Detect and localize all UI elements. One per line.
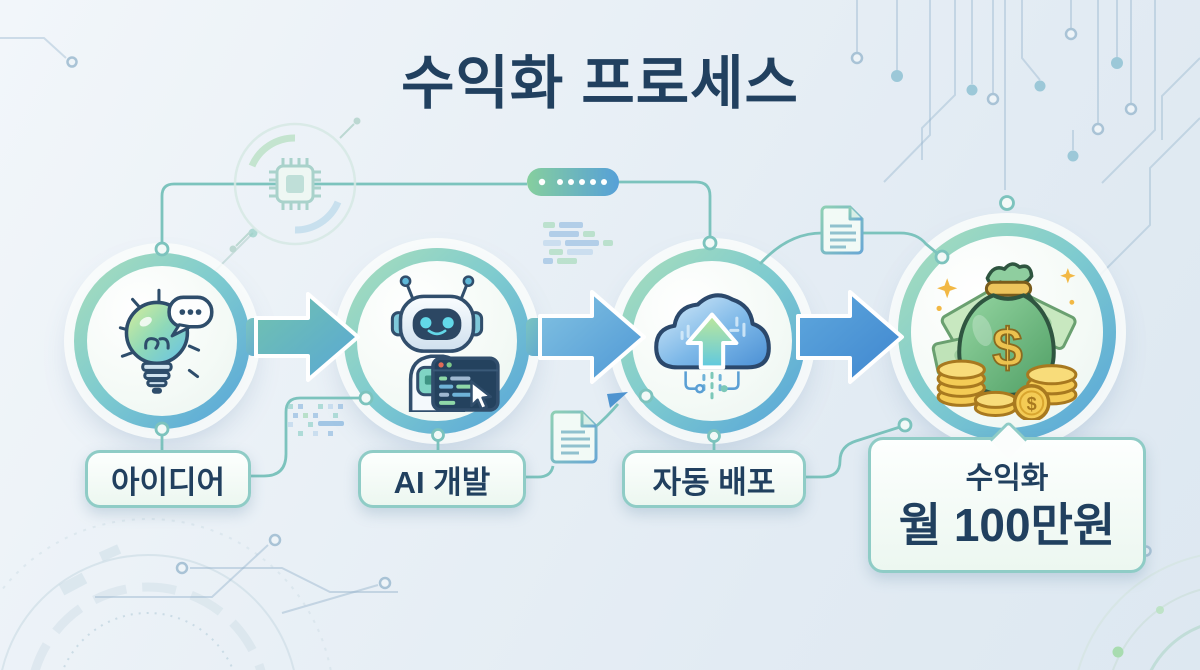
document-icon (550, 410, 598, 464)
svg-text:$: $ (992, 318, 1022, 379)
step-label-idea: 아이디어 (85, 450, 251, 508)
step-label-auto-deploy: 자동 배포 (622, 450, 806, 508)
svg-text:$: $ (1027, 394, 1037, 414)
circuit-decoration-bottom-left (0, 518, 398, 670)
step-label-ai-development-text: AI 개발 (393, 464, 491, 500)
step-label-monetization-text: 수익화 (965, 462, 1049, 495)
step-circle-ai-development-inner (357, 261, 517, 421)
ring-nodes (154, 195, 1015, 443)
cpu-chip-icon (229, 117, 361, 253)
banknotes-icon (931, 286, 1077, 377)
small-arrowhead-icon (607, 392, 628, 408)
arrow-right-icon (796, 290, 904, 384)
arrow-right-icon (254, 292, 360, 382)
monetization-amount-text: 월 100만원 (898, 499, 1116, 551)
step-label-idea-text: 아이디어 (110, 464, 226, 500)
connector-lines (160, 180, 939, 479)
document-icon (820, 205, 864, 255)
step-circle-idea-inner (87, 266, 237, 416)
step-circle-auto-deploy (619, 248, 805, 434)
money-bag-coins-icon: $ (931, 262, 1078, 420)
code-snippet-decoration (543, 222, 613, 264)
lightbulb-speech-bubble-icon (118, 288, 214, 394)
step-circle-ai-development (344, 248, 530, 434)
progress-dots-pill (527, 168, 619, 196)
step-label-ai-development: AI 개발 (358, 450, 526, 508)
cloud-upload-icon (654, 293, 771, 400)
sparkle-icon (936, 268, 1076, 311)
step-label-monetization: 수익화 월 100만원 (868, 420, 1146, 573)
step-circle-monetization: $ (898, 223, 1116, 441)
robot-coding-icon (390, 275, 500, 412)
step-circle-idea (74, 253, 250, 429)
coin-stack-icon: $ (936, 359, 1078, 420)
pixel-dots-decoration (288, 404, 344, 436)
step-circle-monetization-inner: $ (911, 236, 1103, 428)
step-circle-auto-deploy-inner (632, 261, 792, 421)
step-label-auto-deploy-text: 자동 배포 (652, 464, 776, 500)
page-title: 수익화 프로세스 (401, 51, 799, 116)
cursor-arrow-icon (470, 380, 493, 411)
